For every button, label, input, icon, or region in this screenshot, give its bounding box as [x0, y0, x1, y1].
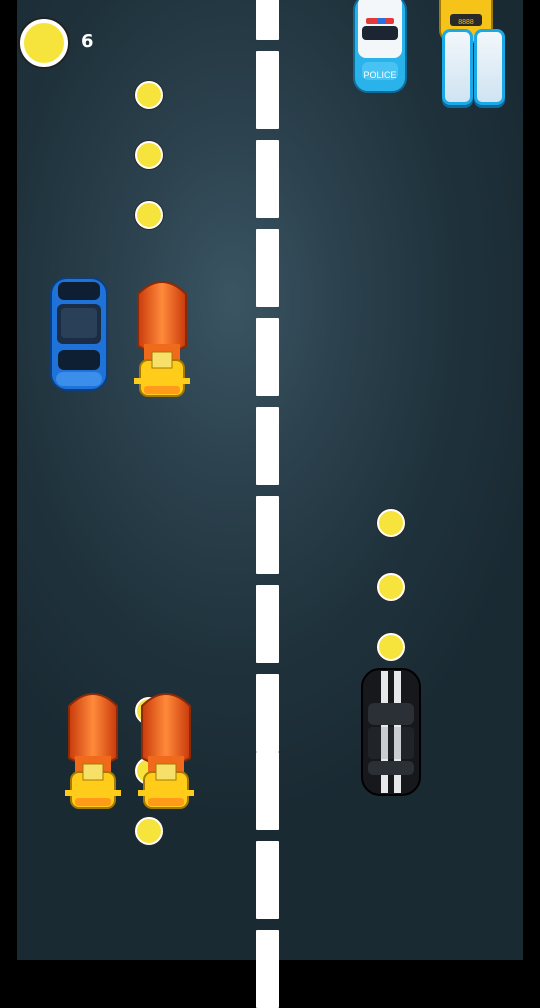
- coin: [377, 509, 405, 537]
- fire-truck: [138, 693, 194, 809]
- fire-truck: [65, 693, 121, 809]
- coin: [377, 633, 405, 661]
- lane-dash: [256, 930, 279, 1008]
- coin: [135, 817, 163, 845]
- lane-dash: [256, 51, 279, 129]
- coin: [135, 201, 163, 229]
- coin: [377, 573, 405, 601]
- fire-truck: [134, 281, 190, 397]
- police-label: POLICE: [363, 70, 396, 80]
- lane-dash: [256, 140, 279, 218]
- player-car[interactable]: [358, 667, 424, 799]
- coin-counter: 6: [81, 31, 94, 52]
- lane-dash: [256, 496, 279, 574]
- taxi-plate: 8888: [458, 19, 474, 26]
- lane-dash: [256, 752, 279, 830]
- lane-dash: [256, 841, 279, 919]
- lane-dash: [256, 318, 279, 396]
- pause-button[interactable]: [442, 29, 505, 105]
- lane-dash: [256, 674, 279, 752]
- blue-sedan: [50, 277, 108, 391]
- lane-dash: [256, 229, 279, 307]
- coin: [135, 81, 163, 109]
- lane-dash: [256, 0, 279, 40]
- coin: [135, 141, 163, 169]
- lane-dash: [256, 407, 279, 485]
- lane-dash: [256, 585, 279, 663]
- police-car: POLICE: [353, 0, 407, 93]
- coin-icon: [20, 19, 68, 67]
